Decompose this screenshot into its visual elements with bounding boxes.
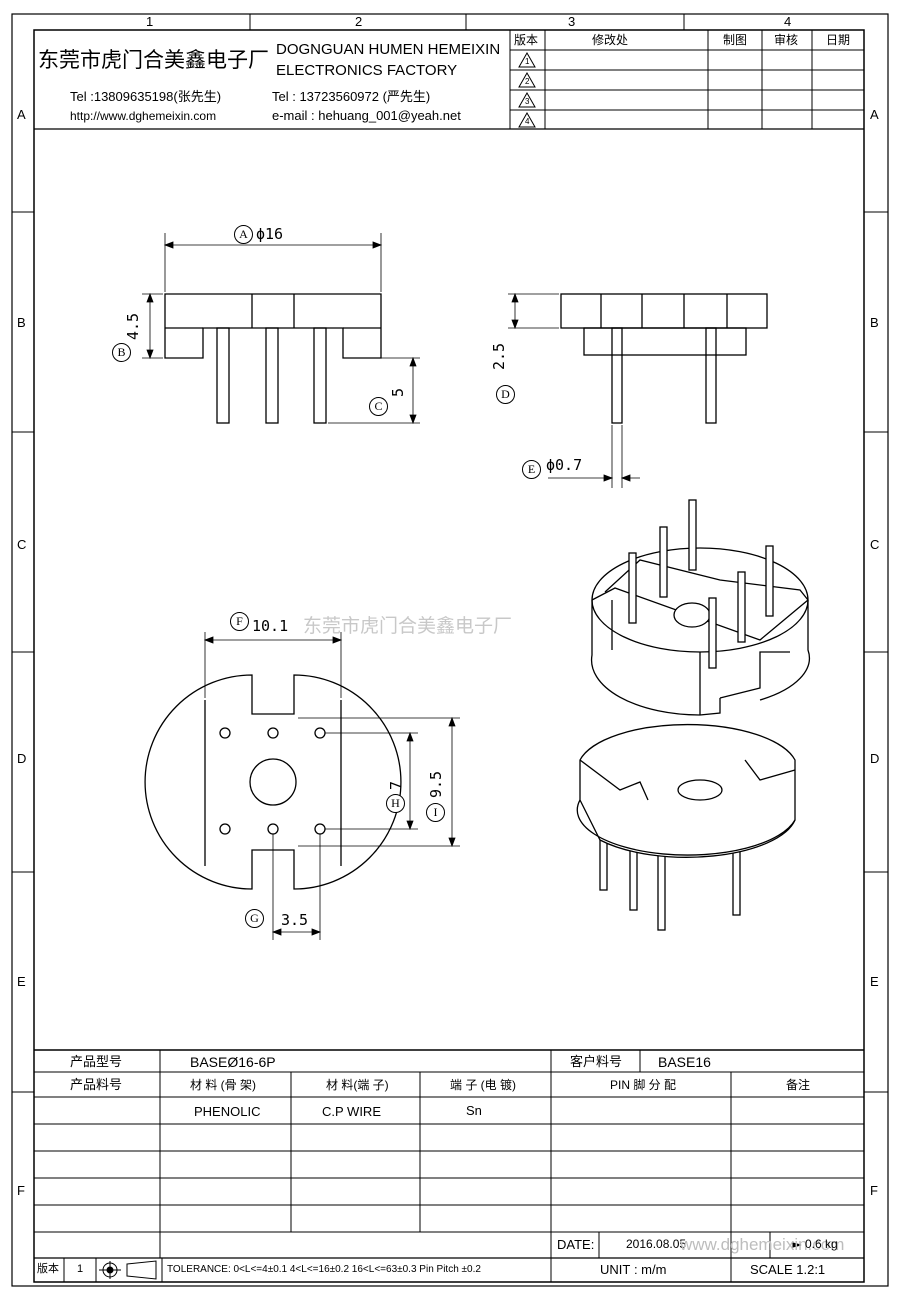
row-label: B <box>870 315 879 330</box>
title-block-grid <box>34 1049 864 1282</box>
side-zone-ticks <box>12 211 888 1093</box>
material-bobbin-value: PHENOLIC <box>194 1104 261 1119</box>
plating-value: Sn <box>466 1103 482 1118</box>
dim-g-tag: G <box>245 909 264 928</box>
col-label: 2 <box>355 14 363 29</box>
row-label: C <box>17 537 27 552</box>
weight-arrow <box>792 1242 802 1248</box>
inner-border <box>33 29 865 1283</box>
row-label: E <box>870 974 879 989</box>
dim-b-lines <box>142 292 163 360</box>
customer-part-label: 客户料号 <box>570 1054 623 1069</box>
dim-i-tag: I <box>426 803 445 822</box>
dim-b-value: 4.5 <box>124 312 142 340</box>
col-label: 4 <box>784 14 792 29</box>
col-label: 3 <box>568 14 576 29</box>
email-link[interactable]: e-mail : hehuang_001@yeah.net <box>272 108 461 123</box>
dim-f-lines <box>203 632 343 698</box>
watermark-text: 东莞市虎门合美鑫电子厂 <box>303 616 513 637</box>
scale-note: SCALE 1.2:1 <box>750 1262 826 1277</box>
material-bobbin-label: 材 料 (骨 架) <box>190 1078 256 1092</box>
watermark-url: www.dghemeixin.com <box>680 1235 845 1254</box>
dim-c-tag: C <box>369 397 388 416</box>
company-name-en-1: DOGNGUAN HUMEN HEMEIXIN <box>276 41 501 58</box>
dim-f-tag: F <box>230 612 249 631</box>
dim-c-value: 5 <box>389 387 407 397</box>
dim-a-lines <box>163 233 383 292</box>
dim-g-lines <box>271 834 322 940</box>
revision-date-header: 日期 <box>826 33 851 47</box>
row-label: A <box>870 107 879 122</box>
row-label: F <box>870 1183 878 1198</box>
row-label: D <box>870 751 880 766</box>
version-label: 版本 <box>37 1263 59 1275</box>
dim-e-tag: E <box>522 460 541 479</box>
company-name-cn: 东莞市虎门合美鑫电子厂 <box>38 49 269 72</box>
customer-part-value: BASE16 <box>658 1054 711 1070</box>
product-part-label: 产品料号 <box>70 1077 123 1092</box>
pin-assign-label: PIN 脚 分 配 <box>610 1078 677 1092</box>
website-link[interactable]: http://www.dghemeixin.com <box>70 109 217 123</box>
dim-e-lines <box>548 425 640 488</box>
weight-value: 0.6 kg <box>805 1237 838 1251</box>
row-label: F <box>17 1183 25 1198</box>
iso-view-pins-down <box>576 723 796 931</box>
dim-d-lines <box>508 292 559 330</box>
tel-1: Tel :13809635198(张先生) <box>70 89 222 104</box>
dim-d-tag: D <box>496 385 515 404</box>
dim-h-lines <box>325 731 418 831</box>
product-model-value: BASEØ16-6P <box>190 1054 276 1070</box>
revision-number: 2 <box>525 77 530 86</box>
side-view <box>560 293 768 424</box>
tolerance-note: TOLERANCE: 0<L<=4±0.1 4<L<=16±0.2 16<L<=… <box>167 1264 481 1275</box>
col-label: 1 <box>146 14 154 29</box>
dim-a-value: ϕ16 <box>256 225 284 243</box>
dim-i-lines <box>298 716 460 848</box>
dim-c-lines <box>328 356 420 425</box>
date-label: DATE: <box>557 1237 595 1252</box>
revision-drawn-header: 制图 <box>723 33 748 47</box>
version-value: 1 <box>77 1263 84 1275</box>
tel-2: Tel : 13723560972 (严先生) <box>272 89 431 104</box>
dim-e-value: ϕ0.7 <box>546 456 583 474</box>
dim-i-value: 9.5 <box>427 770 445 798</box>
row-label: C <box>870 537 880 552</box>
outer-border <box>11 13 889 1287</box>
revision-number: 3 <box>525 97 530 106</box>
revision-change-header: 修改处 <box>592 33 629 47</box>
plating-label: 端 子 (电 镀) <box>450 1078 516 1092</box>
revision-table-grid <box>509 30 864 129</box>
dim-h-value: 7 <box>387 780 405 790</box>
dim-g-value: 3.5 <box>281 911 309 929</box>
product-model-label: 产品型号 <box>70 1054 123 1069</box>
material-pin-label: 材 料(端 子) <box>326 1078 389 1092</box>
unit-note: UNIT : m/m <box>600 1262 667 1277</box>
front-view <box>164 293 382 424</box>
revision-number: 1 <box>525 57 530 66</box>
remark-label: 备注 <box>786 1078 811 1092</box>
dim-h-tag: H <box>386 794 405 813</box>
revision-number: 4 <box>525 117 530 126</box>
revision-triangles <box>518 51 536 128</box>
row-label: D <box>17 751 27 766</box>
company-name-en-2: ELECTRONICS FACTORY <box>276 62 458 79</box>
dim-d-value: 2.5 <box>490 342 508 370</box>
projection-symbol <box>99 1260 157 1280</box>
material-pin-value: C.P WIRE <box>322 1104 381 1119</box>
row-label: E <box>17 974 26 989</box>
dim-b-tag: B <box>112 343 131 362</box>
row-label: B <box>17 315 26 330</box>
dim-f-value: 10.1 <box>252 617 289 635</box>
date-value: 2016.08.05 <box>626 1237 687 1251</box>
dim-a-tag: A <box>234 225 253 244</box>
revision-version-header: 版本 <box>514 33 539 47</box>
iso-view-pins-up <box>590 499 811 716</box>
revision-check-header: 审核 <box>774 33 799 47</box>
row-label: A <box>17 107 26 122</box>
